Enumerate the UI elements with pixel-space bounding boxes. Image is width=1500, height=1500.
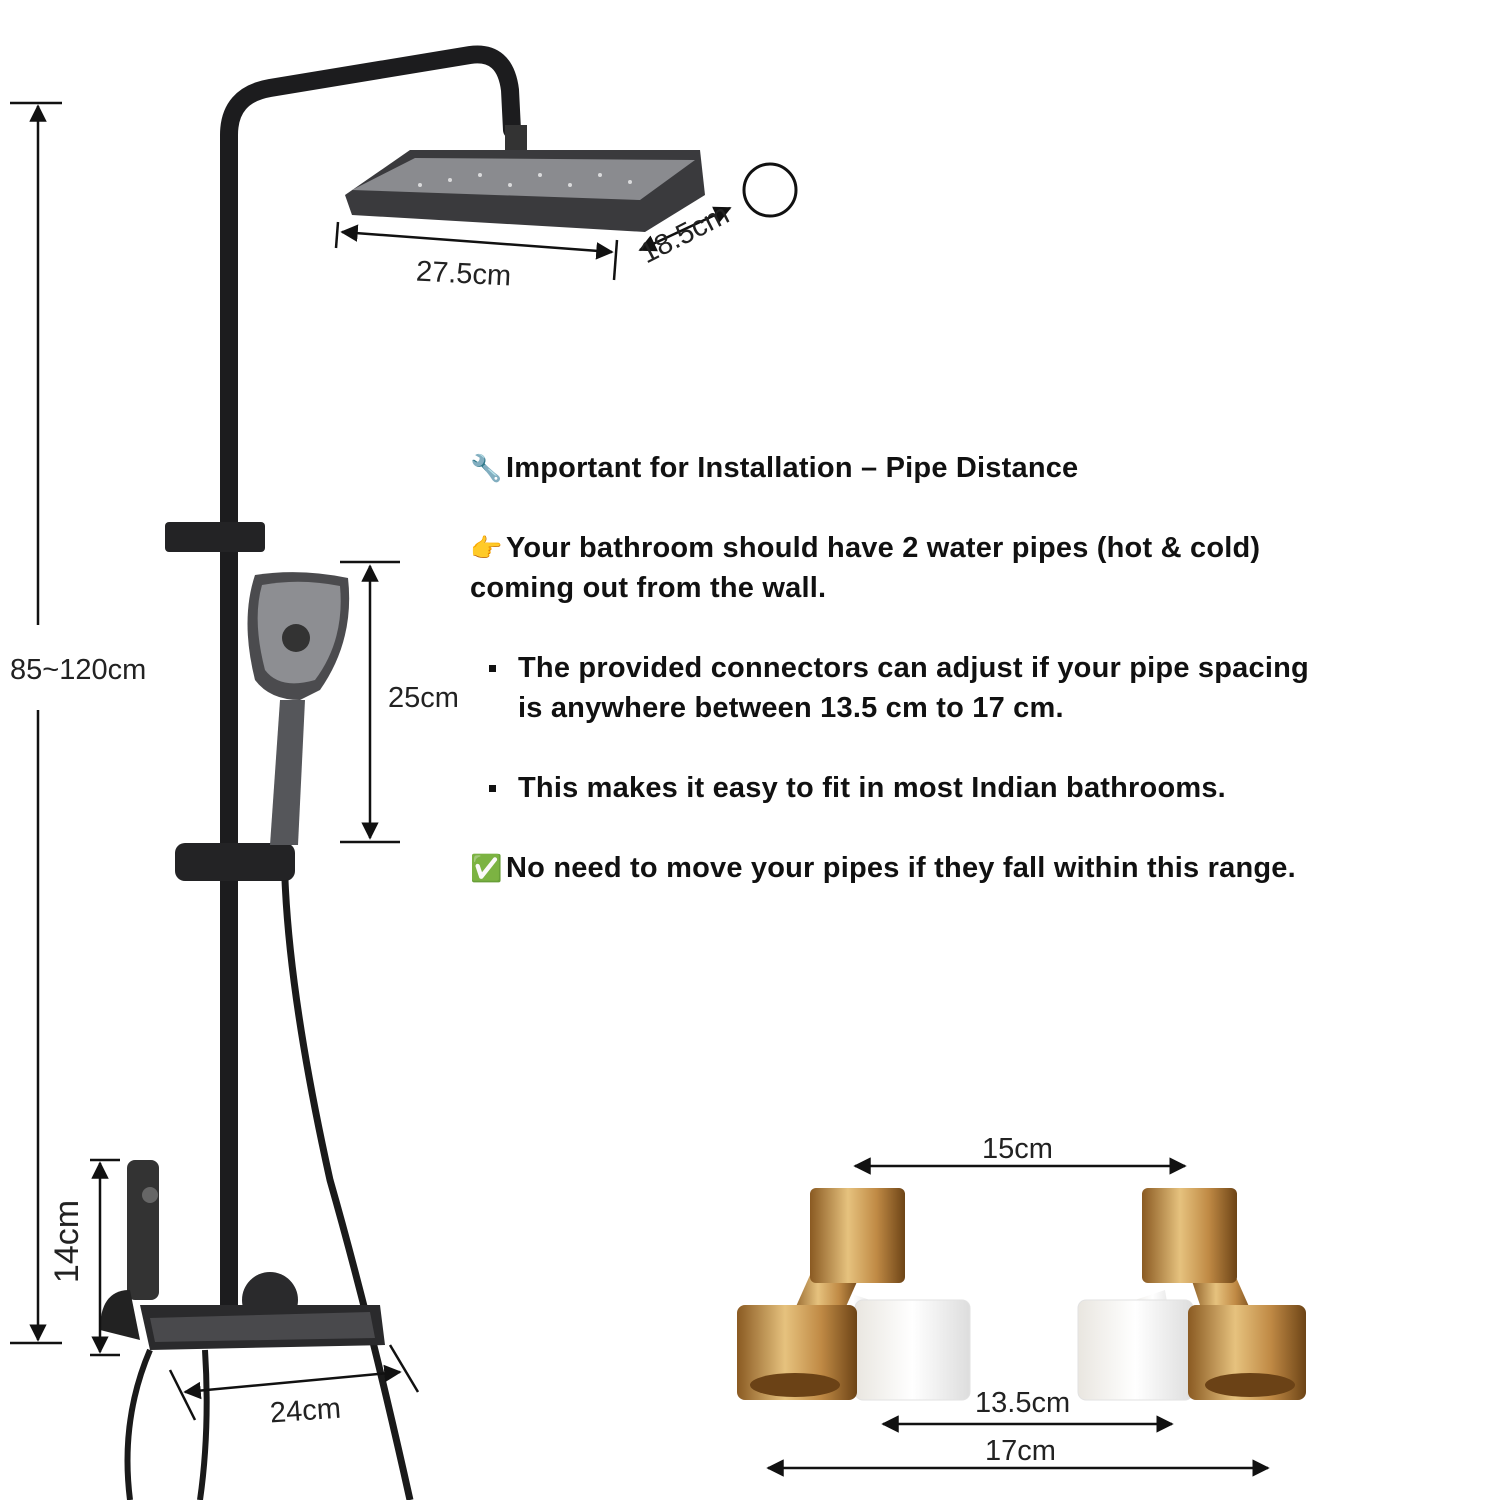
head-width-label: 27.5cm xyxy=(415,255,512,293)
bullet-2-line-1: This makes it easy to fit in most Indian… xyxy=(518,772,1226,804)
bullet-1-line-1: The provided connectors can adjust if yo… xyxy=(518,652,1309,684)
total-height-label: 85~120cm xyxy=(10,654,147,686)
pipe-connector-left xyxy=(737,1188,971,1401)
upper-bracket xyxy=(165,522,265,552)
hand-shower xyxy=(247,572,350,845)
info-heading: 🔧Important for Installation – Pipe Dista… xyxy=(470,452,1079,484)
handheld-length-label: 25cm xyxy=(388,682,459,714)
pipe-connector-right xyxy=(1077,1188,1306,1401)
o-ring xyxy=(742,162,798,218)
dimension-lines xyxy=(10,101,1270,1477)
connector-min-label: 13.5cm xyxy=(975,1387,1071,1419)
connector-max-label: 17cm xyxy=(985,1435,1056,1467)
lower-bracket xyxy=(175,843,295,881)
shower-pole xyxy=(220,45,527,1319)
connector-center-label: 15cm xyxy=(982,1133,1053,1165)
shelf-width-label: 24cm xyxy=(268,1392,342,1430)
note-line: ✅No need to move your pipes if they fall… xyxy=(470,852,1296,884)
sprayer-height-label: 14cm xyxy=(48,1199,87,1284)
pointing-hand-icon: 👉 xyxy=(470,533,503,563)
wrench-icon: 🔧 xyxy=(470,453,503,483)
check-mark-icon: ✅ xyxy=(470,853,503,883)
mixer-shelf xyxy=(100,1160,385,1500)
bidet-sprayer xyxy=(127,1160,159,1300)
intro-line-1: 👉Your bathroom should have 2 water pipes… xyxy=(470,532,1261,564)
bullet-1-line-2: is anywhere between 13.5 cm to 17 cm. xyxy=(518,692,1064,724)
bullet-icon xyxy=(489,785,496,792)
rain-shower-head xyxy=(345,150,705,232)
intro-line-2: coming out from the wall. xyxy=(470,572,827,604)
bullet-icon xyxy=(489,665,496,672)
